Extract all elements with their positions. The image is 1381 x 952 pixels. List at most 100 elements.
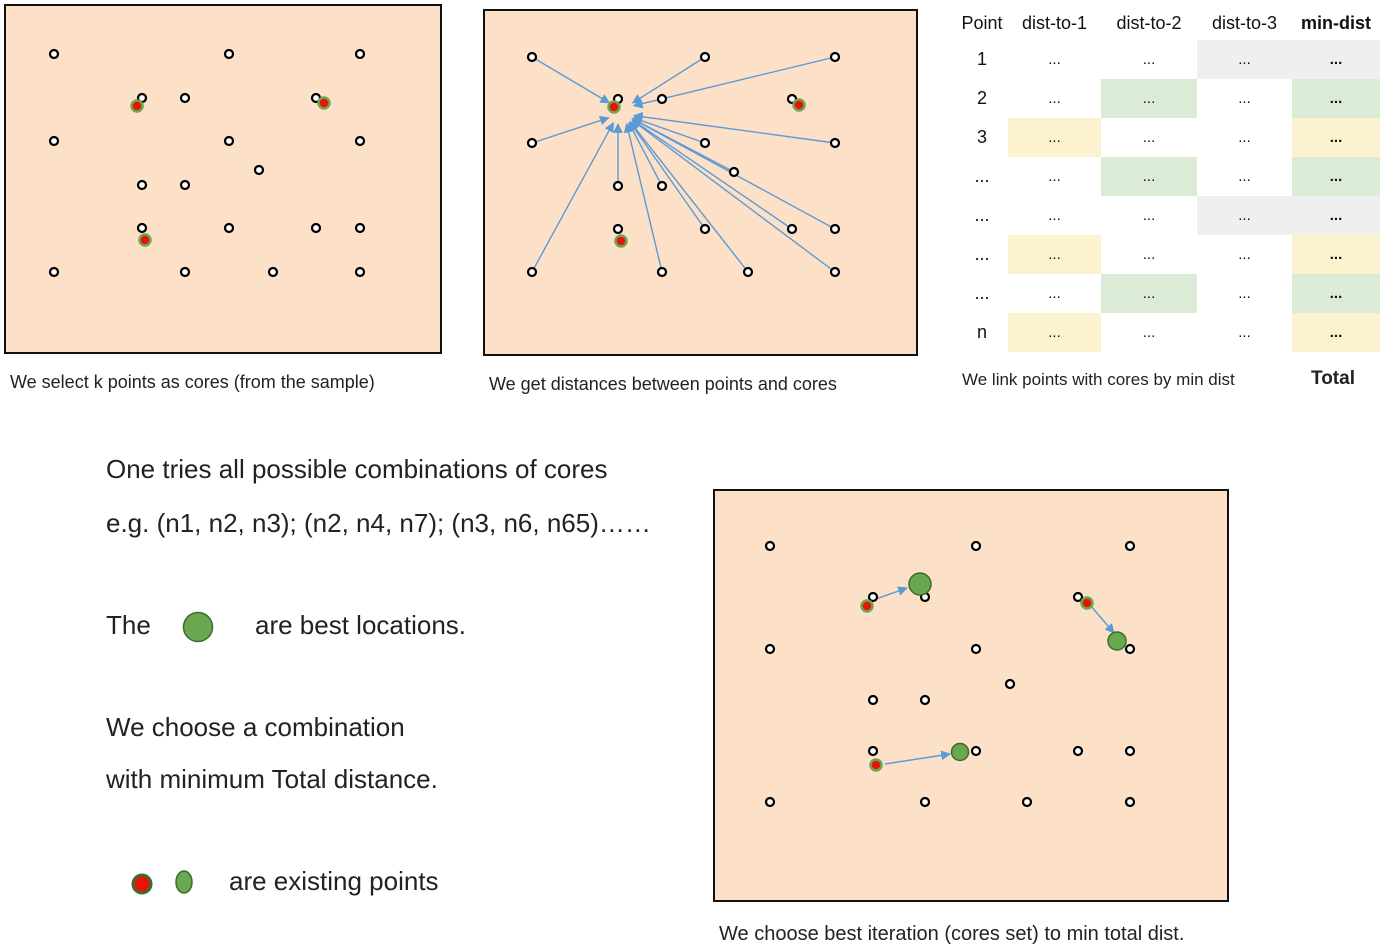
text-best-locations: are best locations. [255, 610, 467, 640]
header-point: Point [961, 12, 1003, 33]
table-cell: ... [1048, 51, 1061, 68]
table-cell-min: ... [1292, 196, 1380, 235]
data-point [179, 266, 191, 278]
table-cell: ... [1048, 207, 1061, 224]
table-cell: ... [1238, 90, 1251, 107]
table-row: ... ... ... ... ... [956, 196, 1380, 235]
data-point [656, 266, 668, 278]
distance-arrow [631, 119, 793, 230]
table-row: n ... ... ... ... [956, 313, 1380, 352]
data-point [136, 179, 148, 191]
red-core-dot [138, 233, 152, 247]
data-point [1124, 540, 1136, 552]
distance-arrow [632, 111, 836, 144]
table-cell: ... [1238, 129, 1251, 146]
row-label: ... [974, 244, 990, 264]
distance-arrow [531, 56, 611, 104]
table-row: ... ... ... ... ... [956, 274, 1380, 313]
data-point [867, 591, 879, 603]
data-point [354, 48, 366, 60]
table-cell: ... [1008, 313, 1101, 352]
red-core-dot [792, 98, 806, 112]
data-point [310, 222, 322, 234]
data-point [179, 179, 191, 191]
distance-table: Point dist-to-1 dist-to-2 dist-to-3 min-… [956, 6, 1380, 352]
data-point [526, 51, 538, 63]
data-point [136, 222, 148, 234]
table-cell-min: ... [1292, 235, 1380, 274]
table-cell-min: ... [1292, 313, 1380, 352]
text-choose-combination: We choose a combination [106, 712, 405, 742]
table-cell: ... [1008, 235, 1101, 274]
header-dist-to-2: dist-to-2 [1116, 12, 1182, 33]
table-cell: ... [1238, 285, 1251, 302]
table-cell-min: ... [1292, 157, 1380, 196]
header-min-dist: min-dist [1301, 12, 1371, 33]
table-row: 3 ... ... ... ... [956, 118, 1380, 157]
data-point [829, 137, 841, 149]
data-point [526, 266, 538, 278]
data-point [786, 223, 798, 235]
panel-best-iteration [713, 489, 1229, 902]
table-cell-min: ... [1292, 274, 1380, 313]
red-core-dot [869, 758, 883, 772]
data-point [764, 796, 776, 808]
panel-select-cores-plot [48, 48, 366, 278]
data-point [699, 51, 711, 63]
distance-arrow [623, 122, 663, 273]
table-cell: ... [1238, 324, 1251, 341]
table-cell-min: ... [1292, 40, 1380, 79]
best-location-dot [950, 742, 970, 762]
text-min-total: with minimum Total distance. [106, 764, 438, 794]
red-core-dot [860, 599, 874, 613]
data-point [1021, 796, 1033, 808]
data-point [223, 135, 235, 147]
text-tries-combinations: One tries all possible combinations of c… [106, 454, 608, 484]
data-point [354, 135, 366, 147]
data-point [48, 135, 60, 147]
red-core-dot [607, 100, 621, 114]
text-existing-points: are existing points [229, 866, 439, 896]
panel-distances [483, 9, 918, 356]
distance-arrow [629, 121, 749, 273]
data-point [829, 223, 841, 235]
table-cell: ... [1101, 274, 1197, 313]
data-point [1072, 591, 1084, 603]
distance-arrow [631, 119, 836, 273]
data-point [764, 540, 776, 552]
text-example-combinations: e.g. (n1, n2, n3); (n2, n4, n7); (n3, n6… [106, 508, 651, 538]
row-label: ... [974, 166, 990, 186]
data-point [223, 222, 235, 234]
distance-arrow [1089, 604, 1115, 634]
data-point [867, 745, 879, 757]
distance-arrow [531, 121, 614, 273]
data-point [656, 180, 668, 192]
table-row: 1 ... ... ... ... [956, 40, 1380, 79]
distance-arrow [531, 115, 610, 144]
data-point [179, 92, 191, 104]
data-point [829, 266, 841, 278]
data-point [867, 694, 879, 706]
caption-select-cores: We select k points as cores (from the sa… [10, 372, 375, 392]
legend-existing-markers [131, 870, 193, 895]
table-cell: ... [1142, 246, 1156, 263]
data-point [742, 266, 754, 278]
table-cell: ... [1197, 40, 1292, 79]
distance-arrow [872, 586, 908, 601]
table-cell: ... [1238, 168, 1251, 185]
distance-arrow [628, 121, 663, 187]
table-cell: ... [1048, 285, 1061, 302]
data-point [970, 745, 982, 757]
row-label: 3 [976, 127, 987, 147]
data-point [699, 137, 711, 149]
green-point-dot [175, 870, 193, 894]
table-cell: ... [1142, 324, 1156, 341]
data-point [48, 48, 60, 60]
data-point [970, 643, 982, 655]
data-point [267, 266, 279, 278]
red-core-dot [317, 96, 331, 110]
panel-select-cores [4, 4, 442, 354]
data-point [970, 540, 982, 552]
data-point [919, 694, 931, 706]
text-the: The [106, 610, 151, 640]
